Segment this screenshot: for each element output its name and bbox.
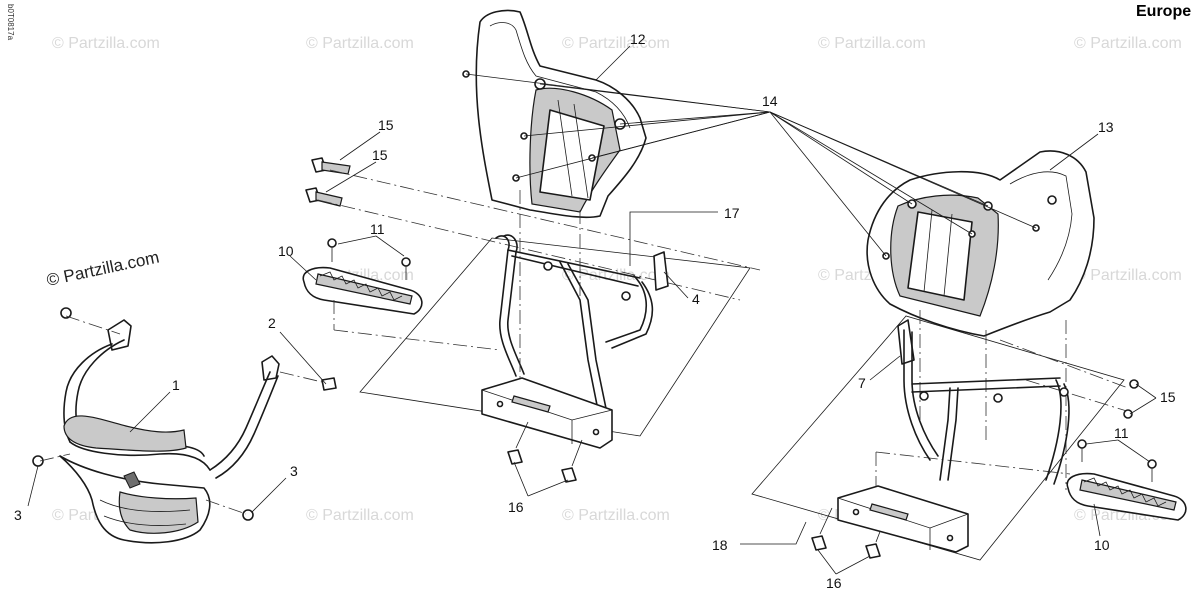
callout-15: 15: [378, 117, 394, 133]
watermark: © Partzilla.com: [562, 507, 670, 524]
watermark: © Partzilla.com: [306, 35, 414, 52]
callout-3: 3: [14, 507, 22, 523]
backrest-right-part-13: [866, 150, 1095, 337]
bolt-2: [321, 377, 337, 391]
callout-10: 10: [278, 243, 294, 259]
callout-17: 17: [724, 205, 740, 221]
region-label: Europe: [1136, 3, 1191, 20]
callout-7: 7: [858, 375, 866, 391]
callout-16: 16: [508, 499, 524, 515]
base-plate-left: [481, 377, 613, 449]
callout-18: 18: [712, 537, 728, 553]
callout-16: 16: [826, 575, 842, 589]
bolt-15: [305, 157, 351, 207]
callout-14: 14: [762, 93, 778, 109]
watermark: © Partzilla.com: [562, 35, 670, 52]
watermark: © Partzilla.com: [562, 267, 670, 284]
footrest-left-part-10: [302, 266, 423, 315]
front-bumper-part-1: [59, 319, 280, 544]
callout-11: 11: [370, 221, 385, 237]
leader-lines: [27, 45, 1157, 575]
callout-3: 3: [290, 463, 298, 479]
watermark: © Partzilla.com: [818, 35, 926, 52]
base-plate-right: [837, 485, 969, 553]
bolt-16: [507, 421, 887, 559]
callout-15: 15: [372, 147, 388, 163]
callout-labels: 1 2 3 3 4 7 10 10 11 11 12 13 14 15 15 1…: [14, 31, 1176, 589]
mounting-frame-right-part-7: [897, 319, 1070, 485]
callout-1: 1: [172, 377, 180, 393]
callout-12: 12: [630, 31, 646, 47]
watermark: © Partzilla.com: [52, 35, 160, 52]
footrest-right-part-10: [1066, 472, 1187, 521]
bolt-right-15: [1123, 379, 1139, 419]
side-id: b0T0817a: [6, 4, 15, 41]
watermark-main: © Partzilla.com: [45, 248, 161, 290]
callout-4: 4: [692, 291, 700, 307]
watermark: © Partzilla.com: [306, 507, 414, 524]
watermark: © Partzilla.com: [1074, 35, 1182, 52]
backrest-left-part-12: [462, 9, 647, 219]
nut-left-3: [32, 307, 72, 467]
callout-15: 15: [1160, 389, 1176, 405]
mounting-frame-left-part-17: [495, 234, 669, 421]
watermark: © Partzilla.com: [1074, 267, 1182, 284]
nut-right-3: [242, 509, 254, 521]
callout-10: 10: [1094, 537, 1110, 553]
callout-2: 2: [268, 315, 276, 331]
callout-13: 13: [1098, 119, 1114, 135]
callout-11: 11: [1114, 425, 1129, 441]
